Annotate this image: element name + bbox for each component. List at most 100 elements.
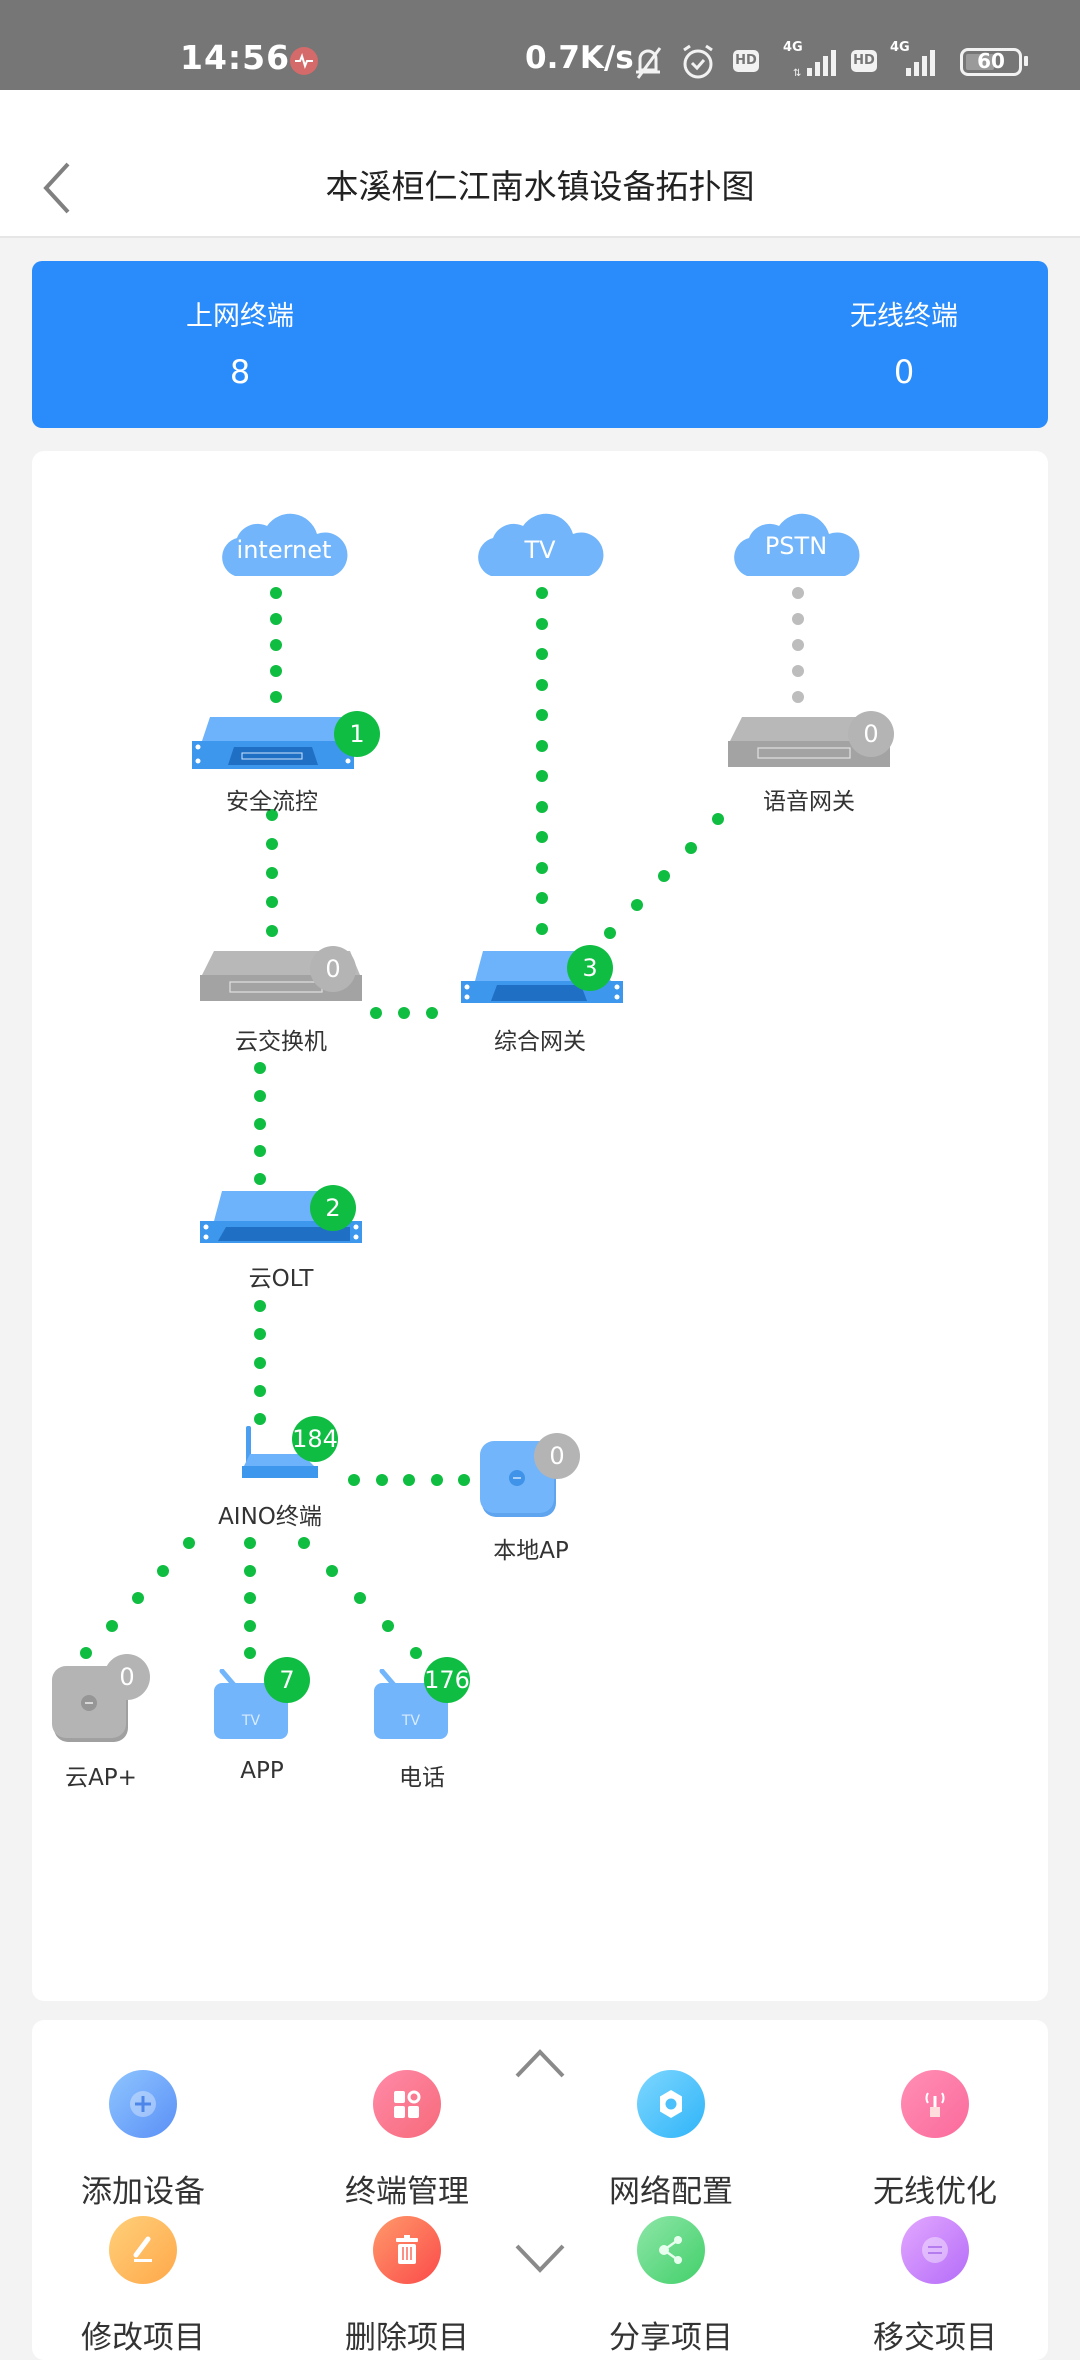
cloud-label: internet xyxy=(236,536,332,564)
link-dot-olt-aino xyxy=(254,1413,266,1425)
link-dot-pstn xyxy=(792,639,804,651)
node-cloud-olt[interactable]: 2 xyxy=(200,1185,362,1249)
link-dot-switch-olt xyxy=(254,1117,266,1130)
node-aino-terminal[interactable]: 184 xyxy=(242,1416,338,1486)
action-label: 分享项目 xyxy=(609,2320,733,2356)
link-dot-security-switch xyxy=(266,809,278,821)
link-dot-tv xyxy=(536,831,548,844)
action-panel: 添加设备 终端管理 网络配置 无线优化 修改项目 删除项目 分享项目 xyxy=(32,2020,1048,2360)
node-cloud-ap-plus[interactable]: 0 xyxy=(52,1654,150,1748)
cloud-tv[interactable]: TV xyxy=(471,508,609,582)
node-app[interactable]: TV 7 xyxy=(212,1657,310,1745)
action-label: 删除项目 xyxy=(345,2320,469,2356)
share-icon xyxy=(637,2216,705,2284)
alarm-icon xyxy=(680,42,716,86)
delete-project-button[interactable]: 删除项目 xyxy=(307,2216,507,2357)
link-dot-tv xyxy=(536,800,548,813)
link-dot-aino-ap-plus xyxy=(157,1564,170,1577)
link-dot-aino-ap-plus xyxy=(105,1619,118,1632)
link-dot-aino-phone xyxy=(298,1537,310,1549)
node-badge: 0 xyxy=(104,1654,150,1700)
link-dot-security-switch xyxy=(266,838,278,850)
back-button[interactable] xyxy=(36,158,86,218)
link-dot-tv xyxy=(536,892,548,905)
cloud-pstn[interactable]: PSTN xyxy=(727,508,865,582)
collapse-up-button[interactable] xyxy=(514,2048,566,2084)
link-dot-olt-aino xyxy=(254,1356,266,1369)
link-dot-tv xyxy=(536,770,548,783)
chevron-left-icon xyxy=(43,162,70,214)
chevron-up-icon xyxy=(515,2049,565,2078)
link-dot-aino-ap xyxy=(403,1474,415,1486)
router-rack-icon xyxy=(192,717,354,769)
node-label: 综合网关 xyxy=(494,1029,586,1055)
node-badge: 0 xyxy=(848,711,894,757)
hd-icon: HD xyxy=(733,50,759,72)
link-dot-tv xyxy=(536,861,548,874)
battery-nub xyxy=(1024,56,1028,66)
link-dot-switch-olt xyxy=(254,1089,266,1102)
node-voice-gateway[interactable]: 0 xyxy=(728,711,894,775)
health-monitor-icon xyxy=(290,47,318,75)
link-dot-security-switch xyxy=(266,896,278,908)
action-label: 终端管理 xyxy=(345,2174,469,2210)
edit-project-button[interactable]: 修改项目 xyxy=(43,2216,243,2357)
link-dot-aino-app xyxy=(244,1564,256,1577)
wireless-terminals-label: 无线终端 xyxy=(850,301,958,332)
expand-down-button[interactable] xyxy=(514,2242,566,2278)
link-dot-aino-ap xyxy=(375,1474,388,1486)
link-dot-olt-aino xyxy=(254,1384,266,1397)
node-label: APP xyxy=(240,1758,284,1784)
node-local-ap[interactable]: 0 xyxy=(480,1433,580,1523)
node-label: 安全流控 xyxy=(226,789,318,815)
cloud-label: PSTN xyxy=(764,532,828,560)
node-badge: 2 xyxy=(310,1185,356,1231)
link-dot-olt-aino xyxy=(254,1300,266,1312)
nav-bar: 本溪桓仁江南水镇设备拓扑图 xyxy=(0,90,1080,238)
cloud-internet[interactable]: internet xyxy=(215,508,353,582)
share-project-button[interactable]: 分享项目 xyxy=(571,2216,771,2357)
node-label: 云AP+ xyxy=(65,1765,137,1791)
svg-text:⇅: ⇅ xyxy=(793,68,801,78)
terminal-management-button[interactable]: 终端管理 xyxy=(307,2070,507,2211)
node-cloud-switch[interactable]: 0 xyxy=(200,946,362,1009)
trash-icon xyxy=(373,2216,441,2284)
network-speed: 0.7K/s xyxy=(525,40,634,76)
network-type-1: 4G xyxy=(783,40,803,55)
node-integrated-gateway[interactable]: 3 xyxy=(461,945,623,1009)
link-dot-switch-olt xyxy=(254,1145,266,1158)
link-dot-aino-ap-plus xyxy=(183,1537,195,1549)
wireless-terminals-value: 0 xyxy=(893,353,915,391)
battery-icon: 60 xyxy=(960,48,1022,76)
battery-level: 60 xyxy=(977,49,1005,73)
wireless-optimize-button[interactable]: 无线优化 xyxy=(835,2070,1035,2211)
transfer-project-button[interactable]: 移交项目 xyxy=(835,2216,1035,2357)
link-dot-voice-gateway xyxy=(604,927,616,939)
link-dot-aino-ap xyxy=(458,1474,470,1486)
link-dot-aino-ap xyxy=(430,1474,443,1486)
signal-1-icon: ⇅ xyxy=(793,48,837,82)
node-label: 电话 xyxy=(399,1765,445,1791)
online-terminals-label: 上网终端 xyxy=(186,301,294,332)
node-badge: 7 xyxy=(264,1657,310,1703)
link-dot-tv xyxy=(536,678,548,691)
chevron-down-icon xyxy=(515,2244,565,2273)
tv-icon-text: TV xyxy=(241,1713,261,1729)
network-config-button[interactable]: 网络配置 xyxy=(571,2070,771,2211)
node-label: AINO终端 xyxy=(218,1504,322,1530)
link-dot-internet xyxy=(270,665,282,677)
link-dot-pstn xyxy=(792,613,804,625)
add-device-button[interactable]: 添加设备 xyxy=(43,2070,243,2211)
link-dot-tv xyxy=(536,587,548,599)
link-dot-internet xyxy=(270,639,282,651)
link-dot-internet xyxy=(270,691,282,703)
link-dot-pstn xyxy=(792,691,804,703)
action-label: 无线优化 xyxy=(873,2174,997,2210)
link-dot-switch-gateway xyxy=(426,1007,438,1019)
topology-diagram: internet TV PSTN 1 安全流控 0 语音网关 xyxy=(32,451,1048,2001)
node-phone[interactable]: TV 176 xyxy=(372,1657,470,1745)
status-bar: 14:56 0.7K/s HD 4G ⇅ HD 4G 60 xyxy=(0,0,1080,90)
router-rack-icon xyxy=(461,951,623,1003)
node-security-flow-control[interactable]: 1 xyxy=(192,711,380,775)
link-dot-tv xyxy=(536,739,548,752)
